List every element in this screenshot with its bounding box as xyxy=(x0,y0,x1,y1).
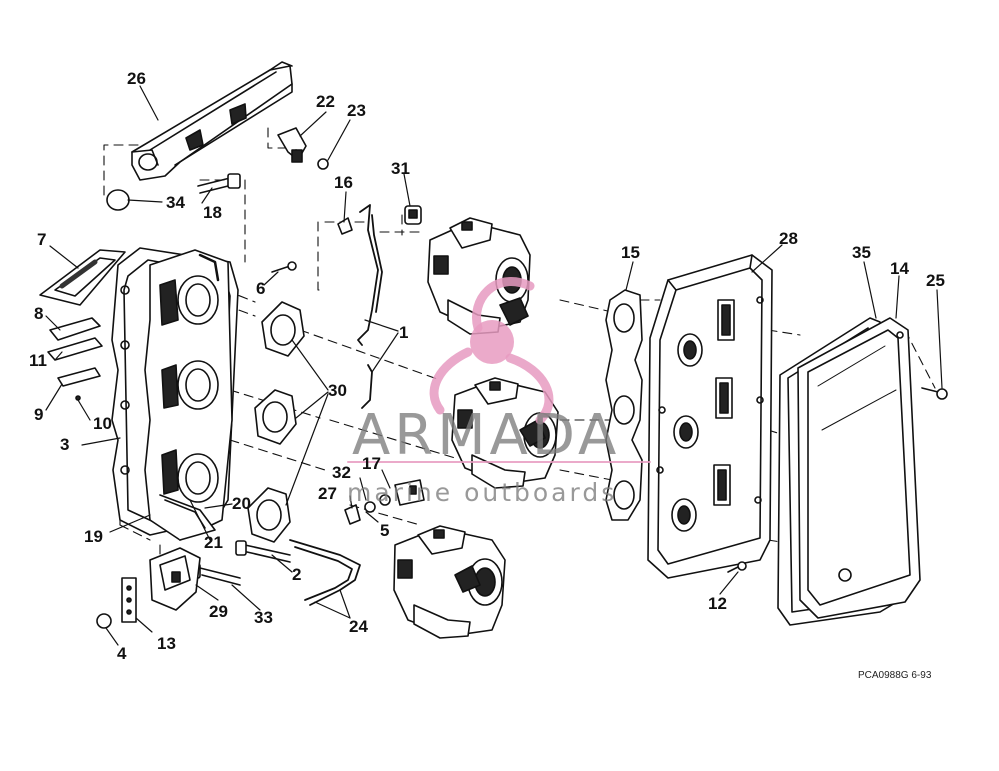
nipple-16-shape xyxy=(337,217,353,235)
part-label-25: 25 xyxy=(926,271,945,290)
intake-manifold xyxy=(131,61,293,181)
part-label-8: 8 xyxy=(34,304,44,323)
part-label-12: 12 xyxy=(708,594,727,613)
screw-25-shape xyxy=(921,387,948,400)
bolt-2-shape xyxy=(235,540,291,563)
manifold-body xyxy=(144,249,233,541)
silencer-base-28 xyxy=(647,254,773,579)
part-label-31: 31 xyxy=(391,159,410,178)
part-label-29: 29 xyxy=(209,602,228,621)
part-label-20: 20 xyxy=(232,494,251,513)
fitting-22-shape xyxy=(277,127,307,163)
plug-34-shape xyxy=(106,189,130,211)
plug-31-shape xyxy=(404,205,422,225)
part-label-4: 4 xyxy=(117,644,127,663)
part-label-2: 2 xyxy=(292,565,302,584)
part-label-6: 6 xyxy=(256,279,266,298)
part-label-7: 7 xyxy=(37,230,47,249)
part-label-35: 35 xyxy=(852,243,871,262)
part-label-1: 1 xyxy=(399,323,409,342)
part-label-19: 19 xyxy=(84,527,103,546)
watermark-subtitle: marine outboards xyxy=(347,478,618,507)
small-fittings xyxy=(344,479,425,525)
part-label-32: 32 xyxy=(332,463,351,482)
watermark-hub-icon xyxy=(470,320,514,364)
screw-4-shape xyxy=(96,613,112,629)
bolt-18-shape xyxy=(197,173,241,194)
leader-lines xyxy=(45,85,943,646)
bracket-29-shape xyxy=(149,547,201,611)
reed-11-shape xyxy=(47,337,103,361)
reed-8-shape xyxy=(49,317,101,341)
part-label-10: 10 xyxy=(93,414,112,433)
part-label-3: 3 xyxy=(60,435,70,454)
part-label-5: 5 xyxy=(380,521,390,540)
part-label-14: 14 xyxy=(890,259,909,278)
part-label-34: 34 xyxy=(166,193,185,212)
drawing-code: PCA0988G 6-93 xyxy=(858,670,932,681)
reed-9-shape xyxy=(57,367,101,387)
screw-12-shape xyxy=(727,561,747,573)
link-rod-1 xyxy=(357,204,383,409)
carburetor-bottom xyxy=(393,525,506,639)
screw-10-shape xyxy=(75,395,81,401)
nut-23-shape xyxy=(317,158,329,170)
screw-6-shape xyxy=(271,261,297,273)
part-label-15: 15 xyxy=(621,243,640,262)
part-label-24: 24 xyxy=(349,617,368,636)
carburetor-middle xyxy=(451,377,559,489)
part-label-9: 9 xyxy=(34,405,44,424)
part-label-11: 11 xyxy=(29,351,47,370)
part-label-27: 27 xyxy=(318,484,337,503)
silencer-cover-14 xyxy=(797,317,921,619)
link-24-shape xyxy=(289,539,361,606)
watermark-propeller xyxy=(429,277,554,425)
part-label-18: 18 xyxy=(203,203,222,222)
part-label-33: 33 xyxy=(254,608,273,627)
part-label-17: 17 xyxy=(362,454,381,473)
leaf-plate-7 xyxy=(39,249,126,306)
part-label-28: 28 xyxy=(779,229,798,248)
part-label-23: 23 xyxy=(347,101,366,120)
part-label-22: 22 xyxy=(316,92,335,111)
part-label-30: 30 xyxy=(328,381,347,400)
part-label-16: 16 xyxy=(334,173,353,192)
carb-gaskets-30 xyxy=(247,301,305,543)
part-label-21: 21 xyxy=(204,533,223,552)
watermark-title: ARMADA xyxy=(352,403,621,468)
part-label-13: 13 xyxy=(157,634,176,653)
part-label-26: 26 xyxy=(127,69,146,88)
plate-13-shape xyxy=(121,577,137,623)
